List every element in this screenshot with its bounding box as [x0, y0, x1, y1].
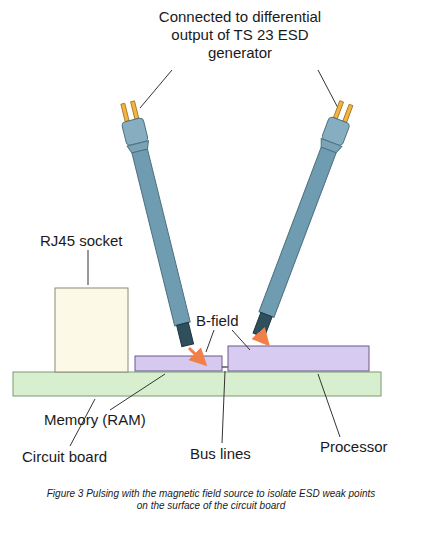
- part-label: Bus lines: [190, 445, 290, 463]
- rj45-socket: [55, 288, 128, 372]
- field-label: B-field: [196, 312, 276, 330]
- field-probe: [248, 99, 356, 339]
- part-label: Processor: [320, 438, 415, 456]
- part-label: Circuit board: [22, 448, 142, 466]
- part-label: RJ45 socket: [40, 232, 150, 250]
- probe-connection-note: Connected to differential output of TS 2…: [140, 8, 340, 62]
- part-label: Memory (RAM): [44, 411, 184, 429]
- field-probe: [117, 100, 198, 348]
- memory-chip: [135, 356, 222, 371]
- circuit-board: [13, 372, 381, 396]
- bus-lines: [222, 366, 228, 367]
- figure-caption: Figure 3 Pulsing with the magnetic field…: [46, 488, 376, 512]
